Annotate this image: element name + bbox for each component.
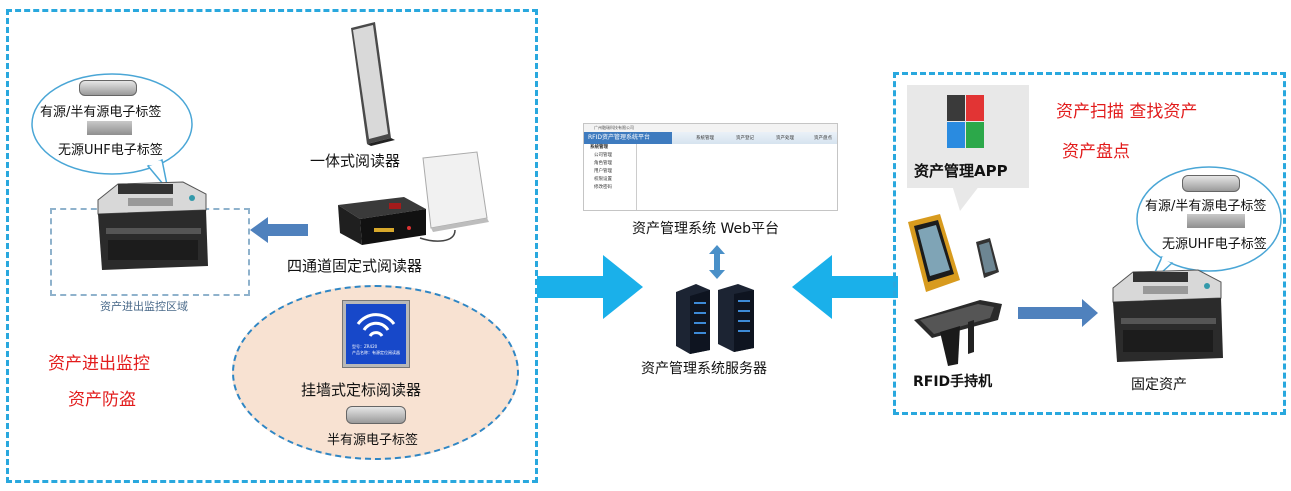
integrated-reader-icon	[351, 22, 395, 146]
app-callout-pointer	[952, 185, 980, 211]
rfid-handheld-icon	[914, 300, 1002, 366]
double-arrow-icon	[709, 245, 725, 279]
semi-active-tag-image	[346, 406, 406, 424]
wifi-icon	[356, 313, 396, 337]
printer-left-icon	[97, 181, 208, 270]
web-platform-label: 资产管理系统 Web平台	[632, 221, 779, 237]
monitor-zone-label: 资产进出监控区域	[100, 300, 188, 313]
web-brand: RFID资产管理系统平台	[584, 132, 672, 144]
reader-to-zone-arrow	[250, 217, 308, 243]
server-label: 资产管理系统服务器	[641, 361, 767, 377]
web-sidebar-item[interactable]: 角色管理	[594, 161, 612, 166]
antenna-icon	[419, 151, 489, 242]
semi-active-tag-label: 半有源电子标签	[327, 433, 419, 448]
phone-device-icon	[976, 238, 999, 278]
app-tile-green	[966, 122, 984, 148]
web-sidebar-item[interactable]: 修改密码	[594, 185, 612, 190]
web-sidebar-item[interactable]: 用户管理	[594, 169, 612, 174]
left-bubble-active-tag-label: 有源/半有源电子标签	[40, 105, 162, 120]
web-platform-window: 广州融瑞科技有限公司 RFID资产管理系统平台 系统管理 资产登记 资产处理 资…	[583, 123, 838, 211]
app-tile-red	[966, 95, 984, 121]
handheld-label: RFID手持机	[913, 374, 993, 390]
right-bubble-active-tag-label: 有源/半有源电子标签	[1145, 199, 1267, 214]
web-nav-bar: RFID资产管理系统平台 系统管理 资产登记 资产处理 资产盘点	[584, 132, 837, 144]
left-red-line1: 资产进出监控	[48, 354, 150, 374]
four-channel-reader-icon	[338, 197, 426, 245]
right-red-line1: 资产扫描 查找资产	[1056, 102, 1198, 122]
integrated-reader-label: 一体式阅读器	[310, 152, 401, 170]
web-top-text: 广州融瑞科技有限公司	[584, 124, 837, 132]
right-red-line2: 资产盘点	[1062, 142, 1130, 162]
web-sidebar-item[interactable]: 权限设置	[594, 177, 612, 182]
printer-right-icon	[1112, 269, 1223, 362]
wall-reader-label: 挂墙式定标阅读器	[301, 381, 422, 399]
web-tab-process[interactable]: 资产处理	[776, 136, 794, 141]
web-sidebar-item[interactable]: 系统管理	[590, 145, 608, 150]
web-tab-register[interactable]: 资产登记	[736, 136, 754, 141]
left-bubble-uhf-tag-label: 无源UHF电子标签	[58, 143, 163, 158]
right-active-tag-image	[1182, 175, 1240, 192]
tablet-device-icon	[908, 214, 960, 292]
app-tile-blue	[947, 122, 965, 148]
right-bubble-uhf-tag-label: 无源UHF电子标签	[1162, 237, 1267, 252]
right-to-server-arrow	[792, 255, 898, 319]
web-sidebar: 系统管理 公司管理 角色管理 用户管理 权限设置 修改密码	[584, 144, 637, 210]
right-uhf-tag-image	[1187, 214, 1245, 228]
uhf-tag-image	[87, 121, 132, 135]
left-dashed-region	[6, 9, 538, 483]
web-tab-inventory[interactable]: 资产盘点	[814, 136, 832, 141]
wall-reader-screen-text1: 型号：ZR420	[352, 344, 378, 349]
right-dashed-region	[893, 72, 1286, 415]
app-tile-settings	[947, 95, 965, 121]
left-red-line2: 资产防盗	[68, 390, 136, 410]
active-tag-image	[79, 80, 137, 96]
wall-reader-screen-text2: 产品名称：有源定位阅读器	[352, 350, 400, 355]
app-label: 资产管理APP	[914, 162, 1008, 180]
handheld-to-asset-arrow	[1018, 299, 1098, 327]
web-sidebar-item[interactable]: 公司管理	[594, 153, 612, 158]
web-tab-system[interactable]: 系统管理	[696, 136, 714, 141]
four-channel-reader-label: 四通道固定式阅读器	[287, 257, 423, 275]
left-to-server-arrow	[537, 255, 643, 319]
server-rack-icon	[676, 284, 754, 354]
fixed-asset-label: 固定资产	[1131, 377, 1187, 393]
